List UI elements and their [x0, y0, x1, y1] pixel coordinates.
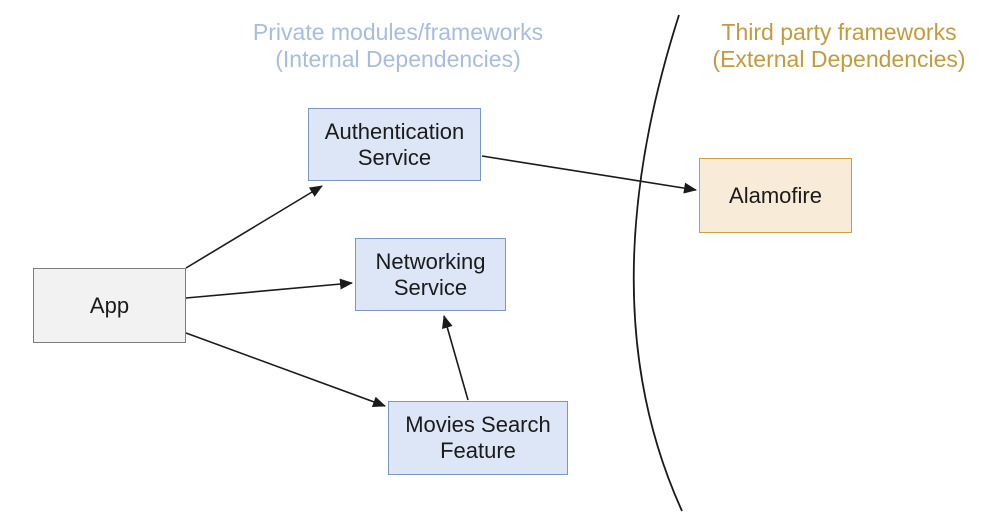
node-networking-service-label: Networking Service — [375, 248, 486, 300]
edge-app-to-movies-search-feature — [185, 332, 386, 408]
node-alamofire-label: Alamofire — [729, 182, 822, 208]
external-dependencies-title: Third party frameworks (External Depende… — [649, 19, 1000, 73]
node-app: App — [33, 268, 186, 343]
node-alamofire: Alamofire — [699, 158, 852, 233]
external-title-line1: Third party frameworks — [721, 19, 957, 45]
boundary-curve — [632, 14, 683, 512]
node-authentication-service-label: Authentication Service — [324, 118, 465, 170]
internal-dependencies-title: Private modules/frameworks (Internal Dep… — [208, 19, 588, 73]
edge-authentication-service-to-alamofire — [481, 155, 697, 194]
node-authentication-service: Authentication Service — [308, 108, 481, 181]
edge-movies-search-feature-to-networking-service — [442, 315, 469, 401]
node-movies-search-feature: Movies Search Feature — [388, 401, 568, 475]
edge-app-to-networking-service — [185, 278, 353, 299]
node-movies-search-feature-label: Movies Search Feature — [405, 412, 551, 463]
internal-title-line2: (Internal Dependencies) — [275, 46, 521, 72]
edge-app-to-authentication-service — [185, 185, 323, 269]
node-networking-service: Networking Service — [355, 238, 506, 311]
node-app-label: App — [89, 292, 130, 318]
internal-title-line1: Private modules/frameworks — [252, 19, 544, 45]
external-title-line2: (External Dependencies) — [712, 46, 966, 72]
